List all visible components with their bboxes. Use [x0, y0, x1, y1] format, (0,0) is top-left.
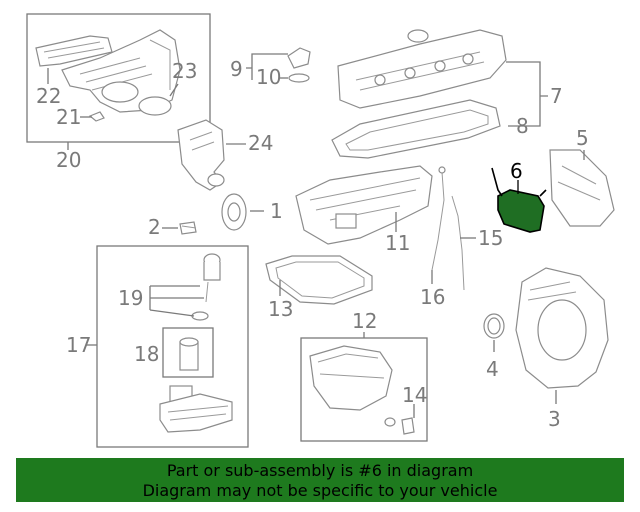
callout-17: 17 [66, 333, 91, 357]
oil-filter-housing[interactable] [159, 385, 233, 433]
oil-filler-cap[interactable] [287, 47, 311, 83]
info-banner: Part or sub-assembly is #6 in diagram Di… [16, 458, 624, 502]
callout-10: 10 [256, 65, 281, 89]
callout-16: 16 [420, 285, 445, 309]
callout-11: 11 [385, 231, 410, 255]
dipstick[interactable] [431, 166, 446, 271]
banner-line-1: Part or sub-assembly is #6 in diagram [166, 461, 474, 480]
vacuum-pump[interactable] [177, 119, 225, 191]
callout-20: 20 [56, 148, 81, 172]
valve-cover-gasket[interactable] [331, 99, 501, 159]
callout-13: 13 [268, 297, 293, 321]
callout-8: 8 [516, 114, 529, 138]
upper-oil-pan[interactable] [295, 165, 433, 245]
callout-3: 3 [548, 407, 561, 431]
callout-6: 6 [510, 159, 523, 183]
callout-22: 22 [36, 84, 61, 108]
callout-19: 19 [118, 286, 143, 310]
intake-manifold[interactable] [35, 29, 181, 122]
callout-14: 14 [402, 383, 427, 407]
pulley-bolt[interactable] [179, 221, 197, 235]
callout-23: 23 [172, 59, 197, 83]
oil-filter-element[interactable] [179, 337, 199, 371]
oil-filter-cap[interactable] [191, 253, 221, 321]
group-box-17 [86, 245, 249, 448]
callout-5: 5 [576, 126, 589, 150]
group-box-18 [162, 327, 214, 378]
highlighted-part-6[interactable] [491, 167, 547, 233]
timing-cover[interactable] [549, 149, 615, 227]
rear-main-seal[interactable] [483, 313, 505, 339]
valve-cover[interactable] [337, 29, 507, 109]
parts-diagram: 22 23 21 20 9 10 7 8 24 1 [26, 13, 615, 448]
drain-plug[interactable] [384, 417, 415, 435]
group-box-20 [26, 13, 211, 150]
crankshaft-pulley[interactable] [221, 193, 247, 231]
lower-oil-pan[interactable] [309, 345, 393, 411]
callout-7: 7 [550, 84, 563, 108]
banner-line-2: Diagram may not be specific to your vehi… [142, 481, 498, 500]
callout-12: 12 [352, 309, 377, 333]
callout-18: 18 [134, 342, 159, 366]
callout-2: 2 [148, 215, 161, 239]
callout-15: 15 [478, 226, 503, 250]
group-box-12 [300, 332, 428, 442]
callout-24: 24 [248, 131, 273, 155]
callout-1: 1 [270, 199, 283, 223]
dipstick-tube[interactable] [451, 195, 465, 291]
callout-4: 4 [486, 357, 499, 381]
callout-21: 21 [56, 105, 81, 129]
callout-9: 9 [230, 57, 243, 81]
flywheel-housing[interactable] [515, 267, 609, 389]
